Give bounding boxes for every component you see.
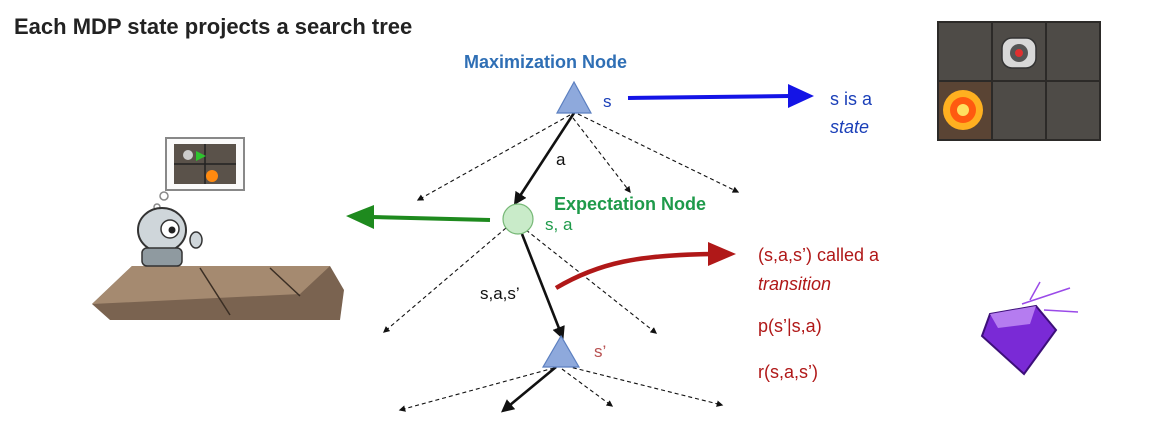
root-dashed-branches	[416, 113, 740, 201]
action-edge	[513, 112, 576, 206]
expectation-node-circle	[502, 203, 534, 235]
action-a-label: a	[556, 150, 566, 169]
transition-probability: p(s’|s,a)	[758, 316, 822, 336]
transition-annotation-line2: transition	[758, 274, 832, 294]
qstate-label: s, a	[545, 215, 573, 234]
next-state-triangle	[541, 334, 581, 368]
chance-dashed-branches	[382, 227, 658, 334]
leaf-dashed-branches	[398, 365, 724, 412]
state-s-label: s	[603, 92, 612, 111]
transition-edge	[520, 233, 565, 340]
robot-thinking-icon	[92, 137, 344, 320]
state-annotation-line2: state	[830, 117, 870, 137]
transition-reward: r(s,a,s’)	[758, 362, 818, 382]
expectation-node-label: Expectation Node	[554, 194, 707, 214]
page-title: Each MDP state projects a search tree	[14, 14, 413, 39]
transition-arrow	[554, 242, 736, 290]
state-arrow	[627, 84, 814, 108]
action-arrow	[346, 205, 491, 229]
leaf-action-edge	[500, 365, 557, 413]
state-annotation-line1: s is a	[830, 89, 873, 109]
next-state-label: s’	[594, 342, 607, 361]
transition-annotation-line1: (s,a,s’) called a	[758, 245, 880, 265]
transition-edge-label: s,a,s’	[480, 284, 520, 303]
purple-gem-icon	[980, 281, 1079, 376]
grid-world-icon	[937, 21, 1101, 141]
max-node-triangle	[555, 80, 593, 114]
max-node-label: Maximization Node	[464, 52, 628, 72]
